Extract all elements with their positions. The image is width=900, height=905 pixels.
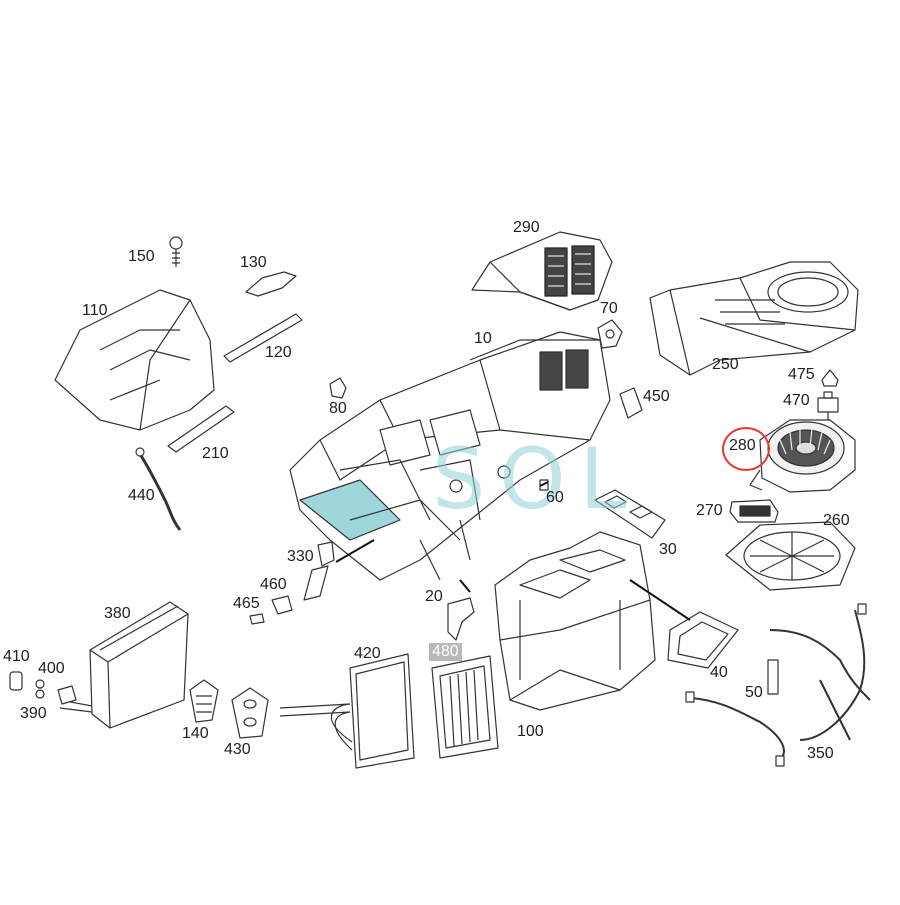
part-280-blower-motor (749, 419, 856, 493)
label-480: 480 (429, 643, 462, 661)
label-290: 290 (513, 219, 540, 236)
part-150-screw (169, 236, 183, 267)
part-270-resistor (729, 499, 779, 523)
label-465: 465 (233, 595, 260, 612)
part-410-valve (9, 671, 23, 691)
part-80-clip (329, 377, 347, 399)
part-475-clip (821, 369, 839, 387)
part-440-hose (135, 447, 182, 531)
part-260-cover (725, 521, 856, 591)
label-30: 30 (659, 541, 677, 558)
label-80: 80 (329, 400, 347, 417)
label-475: 475 (788, 366, 815, 383)
label-330: 330 (287, 548, 314, 565)
part-450-pad (619, 387, 643, 419)
part-480-radiator (431, 655, 499, 759)
label-450: 450 (643, 388, 670, 405)
part-20-bracket (447, 597, 475, 641)
part-10-hvac-case (289, 331, 611, 581)
part-30-gasket (594, 489, 666, 539)
part-350-harness (685, 603, 871, 767)
label-380: 380 (104, 605, 131, 622)
label-20: 20 (425, 588, 443, 605)
label-140: 140 (182, 725, 209, 742)
part-110-housing (54, 289, 215, 431)
part-70-actuator (597, 319, 623, 349)
part-60-connector (539, 479, 549, 491)
label-460: 460 (260, 576, 287, 593)
label-70: 70 (600, 300, 618, 317)
label-410: 410 (3, 648, 30, 665)
highlight-circle-280 (722, 427, 770, 471)
label-350: 350 (807, 745, 834, 762)
part-380-evaporator (59, 601, 189, 729)
label-120: 120 (265, 344, 292, 361)
label-50: 50 (745, 684, 763, 701)
part-210-strip (167, 405, 235, 453)
part-460-connector (271, 595, 293, 615)
part-400-oring (35, 679, 45, 699)
label-250: 250 (712, 356, 739, 373)
label-130: 130 (240, 254, 267, 271)
part-330-actuator (303, 541, 335, 601)
part-390-fitting (57, 685, 77, 705)
part-420-heater-core (279, 653, 415, 769)
watermark: SOL (432, 430, 641, 528)
label-60: 60 (546, 489, 564, 506)
part-250-blower-housing (649, 261, 859, 376)
label-470: 470 (783, 392, 810, 409)
label-400: 400 (38, 660, 65, 677)
leader-arrows (335, 481, 691, 621)
label-100: 100 (517, 723, 544, 740)
label-260: 260 (823, 512, 850, 529)
part-430-seal (231, 687, 269, 739)
part-40-filter (667, 611, 739, 669)
label-280: 280 (729, 437, 756, 454)
label-10: 10 (474, 330, 492, 347)
label-40: 40 (710, 664, 728, 681)
part-130-bracket (245, 271, 297, 297)
label-440: 440 (128, 487, 155, 504)
label-430: 430 (224, 741, 251, 758)
part-290-duct (471, 231, 613, 311)
part-465-screw (249, 613, 265, 625)
label-210: 210 (202, 445, 229, 462)
part-120-strip (223, 313, 303, 363)
label-270: 270 (696, 502, 723, 519)
part-140-sensor (189, 679, 219, 723)
label-110: 110 (82, 302, 108, 319)
label-150: 150 (128, 248, 155, 265)
part-50-sensor (767, 659, 779, 695)
part-100-lower-case (494, 531, 656, 711)
label-420: 420 (354, 645, 381, 662)
label-390: 390 (20, 705, 47, 722)
